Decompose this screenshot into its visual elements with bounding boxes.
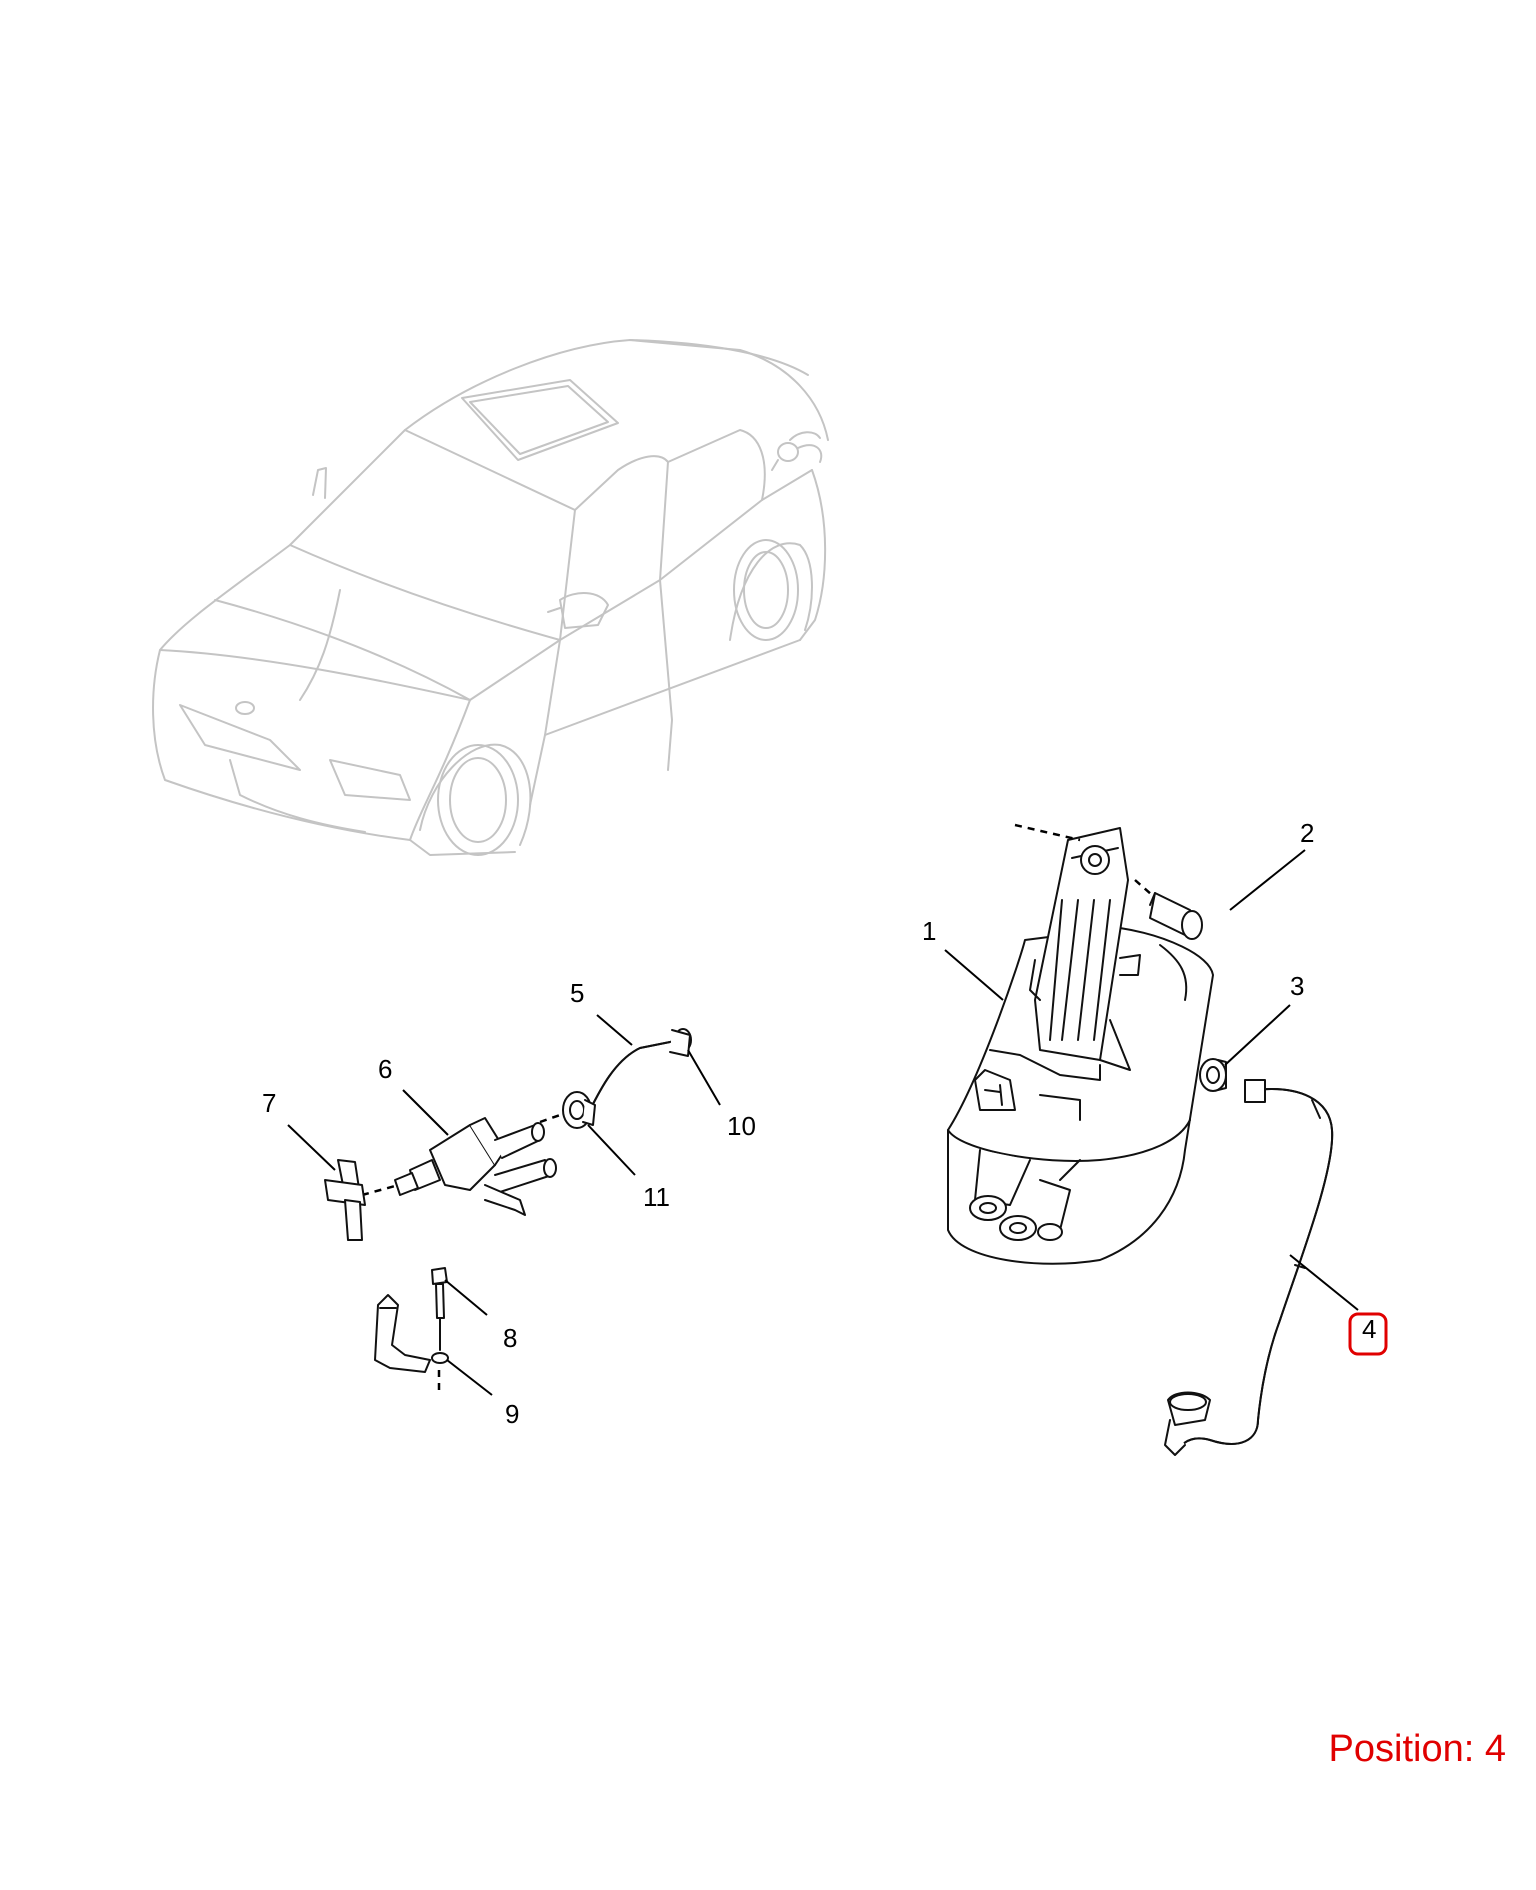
leader-2 bbox=[1229, 849, 1306, 911]
callout-2[interactable]: 2 bbox=[1300, 818, 1314, 848]
nut-fastener bbox=[431, 1352, 449, 1364]
callout-8[interactable]: 8 bbox=[503, 1323, 517, 1353]
purge-valve bbox=[394, 1117, 557, 1216]
mounting-bracket bbox=[374, 1294, 431, 1373]
leader-9 bbox=[446, 1359, 493, 1396]
position-label: Position: 4 bbox=[1328, 1728, 1506, 1770]
leader-11 bbox=[587, 1124, 636, 1176]
leader-lines bbox=[287, 849, 1359, 1396]
callout-6[interactable]: 6 bbox=[378, 1054, 392, 1084]
connector bbox=[324, 1159, 366, 1241]
callout-9[interactable]: 9 bbox=[505, 1399, 519, 1429]
callout-1[interactable]: 1 bbox=[922, 916, 936, 946]
hose-clamp-11 bbox=[562, 1091, 596, 1129]
leader-10 bbox=[687, 1049, 721, 1106]
stud-fastener bbox=[431, 1267, 448, 1351]
canister-axis-line bbox=[1014, 823, 1081, 842]
callout-5[interactable]: 5 bbox=[570, 978, 584, 1008]
hose-clamp-10 bbox=[669, 1029, 691, 1057]
hose-pipe bbox=[1164, 1079, 1334, 1456]
bolt-axis-line bbox=[1134, 879, 1153, 896]
callout-10[interactable]: 10 bbox=[727, 1111, 756, 1141]
callout-11[interactable]: 11 bbox=[643, 1182, 670, 1212]
grommet bbox=[1199, 1058, 1227, 1092]
hose-axis-line bbox=[539, 1113, 561, 1124]
leader-1 bbox=[944, 949, 1004, 1001]
leader-5 bbox=[596, 1014, 633, 1046]
leader-8 bbox=[444, 1279, 488, 1316]
valve-axis-line bbox=[361, 1184, 396, 1197]
leader-3 bbox=[1224, 1004, 1291, 1066]
vehicle-outline bbox=[152, 339, 829, 856]
highlight-box bbox=[1348, 1312, 1388, 1356]
callout-numbers: 1 2 3 4 5 6 7 8 9 10 11 bbox=[262, 818, 1376, 1429]
leader-6 bbox=[402, 1089, 449, 1136]
leader-7 bbox=[287, 1124, 336, 1171]
canister-assembly bbox=[947, 827, 1214, 1265]
callout-7[interactable]: 7 bbox=[262, 1088, 276, 1118]
callout-4[interactable]: 4 bbox=[1362, 1314, 1376, 1344]
bolt bbox=[1149, 892, 1203, 940]
leader-4 bbox=[1289, 1254, 1359, 1311]
callout-3[interactable]: 3 bbox=[1290, 971, 1304, 1001]
